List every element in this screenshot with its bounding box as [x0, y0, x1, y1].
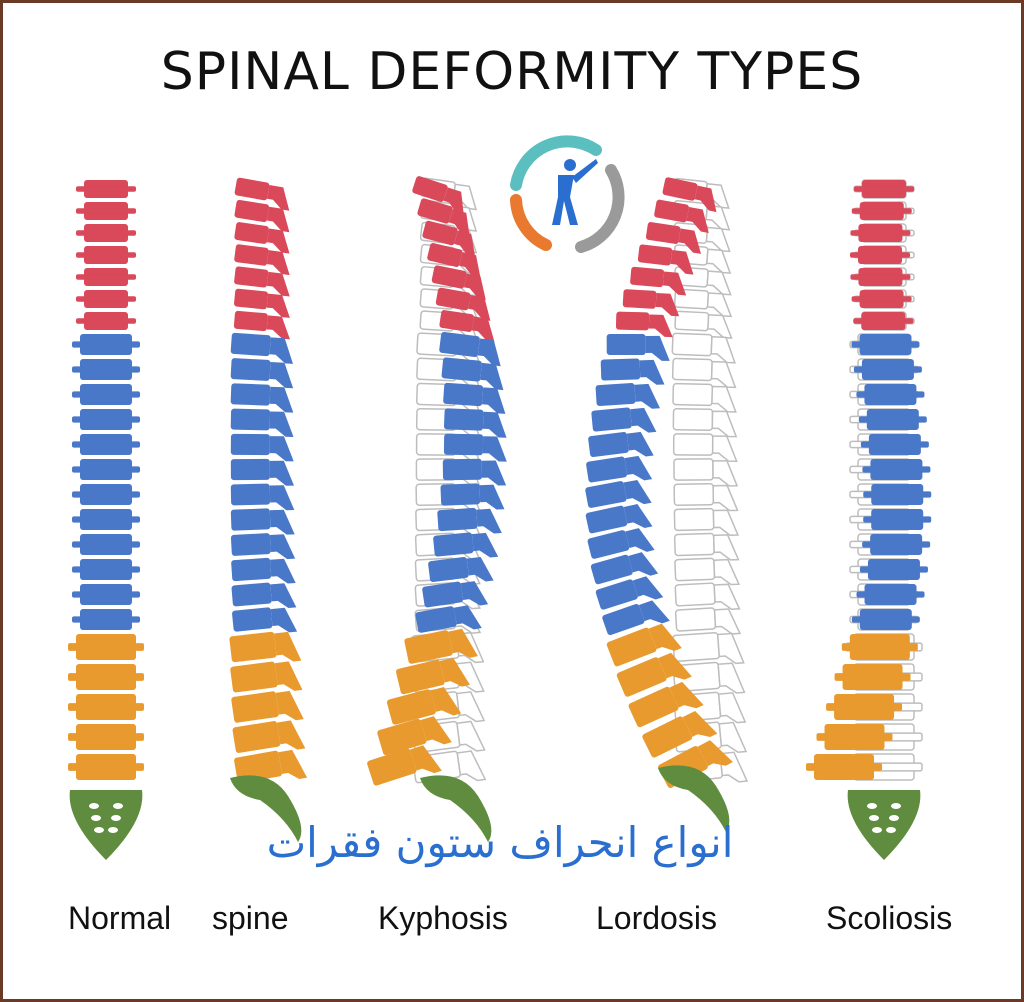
- scoliosis-vertebra: [817, 724, 893, 750]
- normal-vertebra: [76, 312, 136, 330]
- side-vertebra: [230, 383, 294, 412]
- lordosis-vertebra: [607, 334, 670, 361]
- spine-figure-logo-icon: [516, 141, 619, 247]
- side-vertebra: [231, 556, 296, 587]
- normal-vertebra: [72, 584, 140, 605]
- scoliosis-vertebra: [826, 694, 902, 720]
- lordosis-outline-vertebra: [673, 631, 744, 668]
- normal-spine: [68, 180, 144, 860]
- normal-vertebra: [72, 334, 140, 355]
- scoliosis-vertebra: [852, 202, 912, 220]
- normal-vertebra: [76, 224, 136, 242]
- lordosis-outline-vertebra: [675, 557, 739, 587]
- side-vertebra: [231, 409, 295, 437]
- normal-vertebra: [68, 664, 144, 690]
- logo-arc-gray: [581, 170, 619, 247]
- lordosis-vertebra: [601, 358, 665, 387]
- normal-vertebra: [68, 754, 144, 780]
- scoliosis-vertebra: [859, 409, 927, 430]
- lordosis-outline-vertebra: [673, 409, 736, 437]
- normal-vertebra: [72, 459, 140, 480]
- normal-vertebra: [68, 634, 144, 660]
- normal-vertebra: [72, 434, 140, 455]
- normal-vertebra: [76, 268, 136, 286]
- scoliosis-vertebra: [850, 246, 910, 264]
- lordosis-outline-vertebra: [675, 533, 739, 562]
- normal-vertebra: [72, 484, 140, 505]
- scoliosis-vertebra: [850, 224, 910, 242]
- side-vertebra: [231, 434, 294, 461]
- subtitle-persian: انواع انحراف ستون فقرات: [180, 818, 820, 867]
- normal-vertebra: [72, 409, 140, 430]
- scoliosis-vertebra: [854, 359, 922, 380]
- scoliosis-vertebra: [854, 180, 914, 198]
- lordosis-outline-vertebra: [675, 582, 739, 612]
- scoliosis-vertebra: [835, 664, 911, 690]
- scoliosis-vertebra: [862, 459, 930, 480]
- label-scoliosis: Scoliosis: [826, 900, 952, 937]
- normal-vertebra: [76, 246, 136, 264]
- normal-vertebra: [72, 384, 140, 405]
- scoliosis-sacrum: [848, 790, 921, 860]
- side-vertebra: [231, 580, 296, 612]
- scoliosis-vertebra: [861, 434, 929, 455]
- scoliosis-vertebra: [862, 534, 930, 555]
- scoliosis-vertebra: [852, 290, 912, 308]
- scoliosis-spine: [806, 180, 931, 860]
- lordosis-outline-vertebra: [674, 434, 737, 461]
- side-vertebra: [231, 483, 295, 511]
- label-spine: spine: [212, 900, 289, 937]
- scoliosis-vertebra: [863, 484, 931, 505]
- scoliosis-vertebra: [856, 384, 924, 405]
- side-vertebra: [231, 459, 294, 486]
- normal-vertebra: [72, 609, 140, 630]
- scoliosis-vertebra: [850, 268, 910, 286]
- scoliosis-vertebra: [851, 334, 919, 355]
- scoliosis-vertebra: [860, 559, 928, 580]
- label-normal: Normal: [68, 900, 171, 937]
- normal-vertebra: [68, 694, 144, 720]
- normal-vertebra: [72, 509, 140, 530]
- lordosis-outline-vertebra: [674, 459, 737, 486]
- side-vertebra: [231, 532, 295, 562]
- logo-figure-arm: [572, 159, 598, 183]
- side-vertebra: [231, 507, 295, 536]
- lordosis-outline-vertebra: [674, 508, 738, 536]
- normal-vertebra: [76, 180, 136, 198]
- scoliosis-vertebra: [853, 312, 913, 330]
- logo-arc-orange: [516, 200, 546, 245]
- lordosis-vertebra: [616, 312, 674, 338]
- normal-vertebra: [72, 559, 140, 580]
- logo-arc-teal: [516, 141, 596, 185]
- normal-vertebra: [76, 202, 136, 220]
- kyphosis-spine: [366, 175, 507, 842]
- label-lordosis: Lordosis: [596, 900, 717, 937]
- scoliosis-vertebra: [852, 609, 920, 630]
- scoliosis-vertebra: [863, 509, 931, 530]
- scoliosis-vertebra: [857, 584, 925, 605]
- label-kyphosis: Kyphosis: [378, 900, 508, 937]
- lordosis-spine: [585, 177, 747, 832]
- scoliosis-vertebra: [842, 634, 918, 660]
- normal-sacrum: [70, 790, 143, 860]
- logo-figure-body: [552, 175, 578, 225]
- normal-vertebra: [76, 290, 136, 308]
- side-spine: [229, 177, 307, 842]
- lordosis-outline-vertebra: [674, 483, 737, 511]
- normal-vertebra: [72, 359, 140, 380]
- lordosis-outline-vertebra: [673, 384, 737, 412]
- scoliosis-vertebra: [806, 754, 882, 780]
- normal-vertebra: [68, 724, 144, 750]
- normal-vertebra: [72, 534, 140, 555]
- logo-figure-head: [564, 159, 576, 171]
